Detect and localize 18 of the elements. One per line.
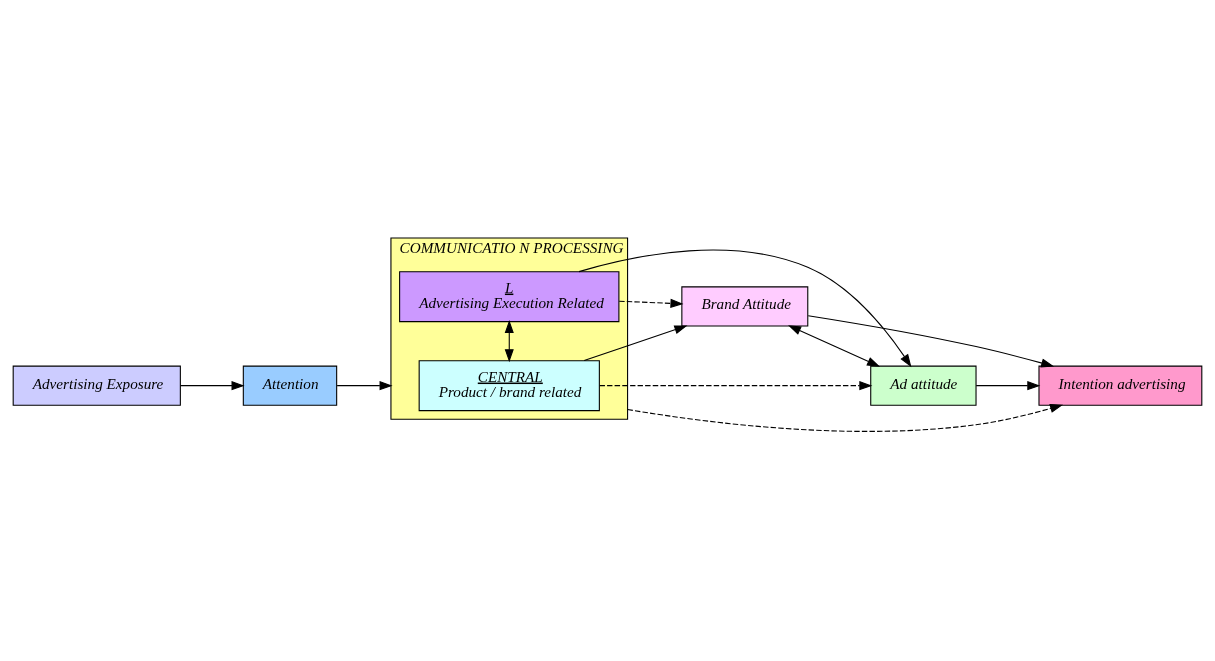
arrow [578,249,912,368]
arrow [336,381,393,391]
arrow [975,381,1041,391]
node-box: Attention [242,365,338,406]
node-box: Advertising Exposure [12,365,181,406]
arrow [627,404,1064,432]
arrow [504,319,514,363]
node-box: Ad attitude [870,365,977,406]
arrow [807,315,1055,368]
node-box: L Advertising Execution Related [399,271,620,323]
arrow [599,381,873,391]
arrow [788,325,881,367]
arrow [618,298,684,308]
node-box: Intention advertising [1038,365,1203,406]
arrow [180,381,245,391]
node-box: Brand Attitude [681,286,809,327]
node-box: CENTRAL Product / brand related [418,360,600,412]
arrow [583,325,688,362]
